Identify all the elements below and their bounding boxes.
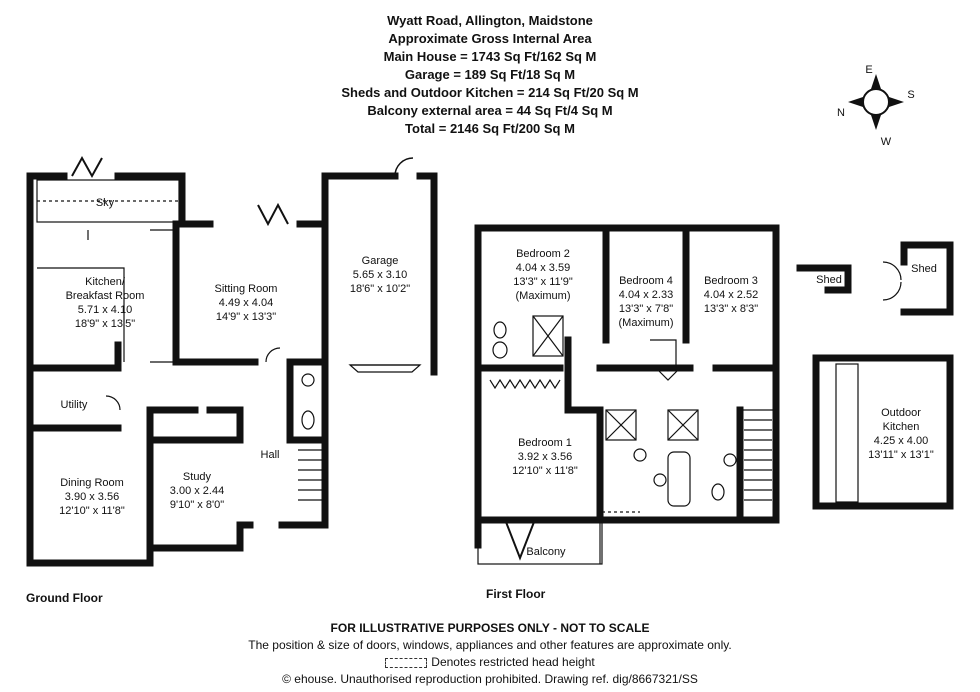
bedroom4-label-1: Bedroom 4 <box>619 275 673 287</box>
balcony-area: Balcony external area = 44 Sq Ft/4 Sq M <box>367 103 613 118</box>
shed-walls <box>796 241 954 510</box>
bedroom2-label-3: 13'3" x 11'9" <box>513 276 573 288</box>
bedroom2-label-2: 4.04 x 3.59 <box>516 262 570 274</box>
bedroom1-label-2: 3.92 x 3.56 <box>518 451 572 463</box>
study-label-1: Study <box>183 471 212 483</box>
balcony-door-icon <box>505 521 535 561</box>
dining-label-1: Dining Room <box>60 477 124 489</box>
first-floor-label: First Floor <box>486 587 546 601</box>
ground-floor-details <box>36 179 422 501</box>
kitchen-label-3: 5.71 x 4.10 <box>78 304 132 316</box>
bifold-door-icon-2 <box>257 202 289 227</box>
compass-n: N <box>837 107 845 119</box>
kitchen-label-1: Kitchen/ <box>85 276 126 288</box>
bedroom3-label-3: 13'3" x 8'3" <box>704 303 758 315</box>
total-area: Total = 2146 Sq Ft/200 Sq M <box>405 121 575 136</box>
study-label-2: 3.00 x 2.44 <box>170 485 224 497</box>
shed-a-label: Shed <box>816 274 842 286</box>
ground-floor-walls <box>26 172 438 567</box>
plan-header: Wyatt Road, Allington, Maidstone Approxi… <box>0 12 980 138</box>
bedroom4-label-4: (Maximum) <box>619 317 674 329</box>
area-title: Approximate Gross Internal Area <box>388 31 592 46</box>
approximation-note: The position & size of doors, windows, a… <box>248 638 732 652</box>
outdoor-kitchen-label-3: 4.25 x 4.00 <box>874 435 928 447</box>
garage-label-2: 5.65 x 3.10 <box>353 269 407 281</box>
main-house-area: Main House = 1743 Sq Ft/162 Sq M <box>383 49 597 64</box>
compass-s: S <box>907 89 914 101</box>
bedroom3-label-2: 4.04 x 2.52 <box>704 289 758 301</box>
bedroom4-label-2: 4.04 x 2.33 <box>619 289 673 301</box>
shed-b-label: Shed <box>911 263 937 275</box>
bedroom4-label-3: 13'3" x 7'8" <box>619 303 673 315</box>
garage-label-3: 18'6" x 10'2" <box>350 283 410 295</box>
sitting-label-2: 4.49 x 4.04 <box>219 297 273 309</box>
disclaimer: FOR ILLUSTRATIVE PURPOSES ONLY - NOT TO … <box>330 621 650 635</box>
sheds-area: Sheds and Outdoor Kitchen = 214 Sq Ft/20… <box>341 85 639 100</box>
outdoor-kitchen-label-4: 13'11" x 13'1" <box>868 449 934 461</box>
hall-label: Hall <box>261 449 280 461</box>
compass-w: W <box>881 136 892 148</box>
kitchen-label-4: 18'9" x 13'5" <box>75 318 135 330</box>
ground-floor-label: Ground Floor <box>26 591 103 605</box>
utility-label: Utility <box>61 399 88 411</box>
sky-label: Sky <box>96 197 115 209</box>
study-label-3: 9'10" x 8'0" <box>170 499 224 511</box>
garage-door-icon <box>394 157 414 177</box>
bedroom2-label-4: (Maximum) <box>516 290 571 302</box>
bedroom3-label-1: Bedroom 3 <box>704 275 758 287</box>
head-height-legend: Denotes restricted head height <box>0 654 980 671</box>
outdoor-kitchen-label-1: Outdoor <box>881 407 921 419</box>
bedroom1-label-3: 12'10" x 11'8" <box>512 465 578 477</box>
outdoor-kitchen-label-2: Kitchen <box>883 421 920 433</box>
balcony-label: Balcony <box>526 546 566 558</box>
bifold-door-icon <box>71 155 103 179</box>
garage-label-1: Garage <box>362 255 399 267</box>
garage-area: Garage = 189 Sq Ft/18 Sq M <box>404 67 576 82</box>
sitting-label-1: Sitting Room <box>215 283 278 295</box>
dashed-box-icon <box>385 657 428 668</box>
dining-label-3: 12'10" x 11'8" <box>59 505 125 517</box>
first-floor-details <box>477 315 776 565</box>
shed-details <box>835 261 902 503</box>
address-title: Wyatt Road, Allington, Maidstone <box>387 13 593 28</box>
legend-text: Denotes restricted head height <box>431 655 595 669</box>
sitting-label-3: 14'9" x 13'3" <box>216 311 276 323</box>
kitchen-label-2: Breakfast Room <box>66 290 145 302</box>
room-labels: Sky Kitchen/ Breakfast Room 5.71 x 4.10 … <box>26 197 937 605</box>
dining-label-2: 3.90 x 3.56 <box>65 491 119 503</box>
compass-e: E <box>865 64 872 76</box>
compass-icon: E N S W <box>837 64 915 148</box>
copyright: © ehouse. Unauthorised reproduction proh… <box>282 672 698 686</box>
bedroom2-label-1: Bedroom 2 <box>516 248 570 260</box>
plan-footer: FOR ILLUSTRATIVE PURPOSES ONLY - NOT TO … <box>0 620 980 688</box>
bedroom1-label-1: Bedroom 1 <box>518 437 572 449</box>
